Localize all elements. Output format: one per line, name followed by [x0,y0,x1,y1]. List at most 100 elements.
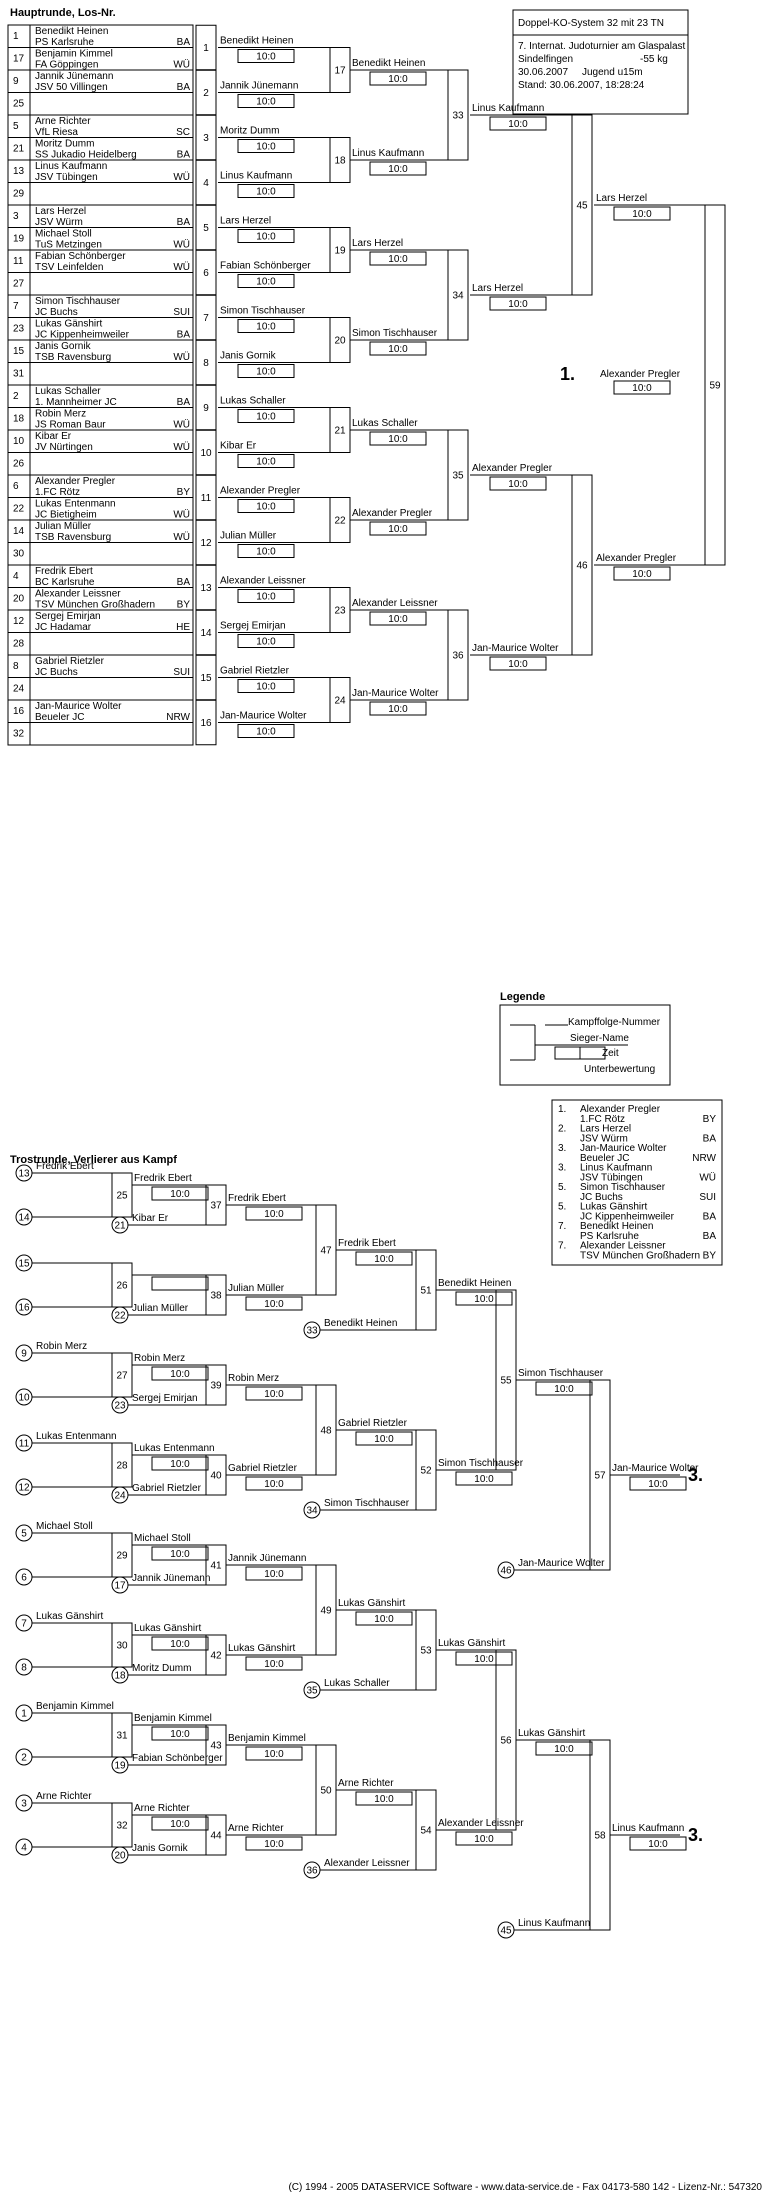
bout-number: 20 [334,336,346,347]
loser-ref-number: 45 [500,1926,512,1937]
loser-ref-number: 34 [306,1506,318,1517]
loser-ref-number: 5 [21,1529,27,1540]
entry-name: Robin Merz [35,409,86,420]
entry-region: BA [177,37,191,48]
loser-ref-number: 35 [306,1686,318,1697]
score-box [237,94,295,108]
score: 10:0 [256,727,276,738]
bout-number: 47 [320,1246,332,1257]
entry-club: SS Jukadio Heidelberg [35,150,137,161]
bout-number: 29 [116,1551,128,1562]
entry-region: BA [177,150,191,161]
lot-number: 26 [13,459,25,470]
bout-number: 23 [334,606,346,617]
score-box [369,341,427,356]
winner-name: Jan-Maurice Wolter [612,1463,699,1474]
lot-number: 24 [13,684,25,695]
score-box [151,1726,209,1741]
results-table [551,1099,723,1266]
loser-ref-number: 3 [21,1799,27,1810]
lot-number: 3 [13,211,19,222]
score: 10:0 [256,142,276,153]
lot-number: 29 [13,189,25,200]
champion-rank: 1. [560,364,575,384]
entry-name: Simon Tischhauser [35,296,121,307]
bout-number: 57 [594,1471,606,1482]
score-box [151,1816,209,1831]
entry-name: Arne Richter [36,1791,92,1802]
loser-name: Lukas Schaller [324,1678,390,1689]
lot-number: 16 [13,706,25,717]
result-name: Alexander Leissner [580,1241,666,1252]
result-name: Lukas Gänshirt [580,1202,647,1213]
loser-ref-number: 19 [114,1761,126,1772]
winner-name: Julian Müller [220,531,277,542]
result-club: JC Buchs [580,1192,623,1203]
entry-name: Lars Herzel [35,206,86,217]
winner-name: Simon Tischhauser [518,1368,604,1379]
bout-number: 17 [334,66,346,77]
score: 10:0 [374,1254,394,1265]
winner-name: Michael Stoll [134,1533,191,1544]
entry-club: 1. Mannheimer JC [35,397,117,408]
score: 10:0 [374,1614,394,1625]
loser-name: Linus Kaufmann [518,1918,590,1929]
winner-name: Linus Kaufmann [220,171,292,182]
bout-box [704,204,726,566]
loser-ref-number: 4 [21,1843,27,1854]
winner-name: Jannik Jünemann [228,1553,306,1564]
bout-number: 25 [116,1191,128,1202]
loser-ref-number: 12 [18,1483,30,1494]
winner-name: Arne Richter [338,1778,394,1789]
bout-number: 27 [116,1371,128,1382]
result-place: 2. [558,1124,566,1135]
lot-number: 28 [13,639,25,650]
result-place: 7. [558,1221,566,1232]
loser-ref-number: 18 [114,1671,126,1682]
score-box [237,724,295,738]
winner-name: Lukas Gänshirt [134,1623,201,1634]
lot-number: 5 [13,121,19,132]
lot-number: 18 [13,414,25,425]
entry-region: WÜ [173,419,190,431]
winner-name: Lars Herzel [596,193,647,204]
score-box [151,1186,209,1201]
bout-number: 54 [420,1826,432,1837]
score: 10:0 [474,1654,494,1665]
winner-name: Simon Tischhauser [220,306,306,317]
entry-club: TSB Ravensburg [35,352,111,363]
score: 10:0 [388,74,408,85]
entry-name: Benjamin Kimmel [35,49,113,60]
info-system: Doppel-KO-System 32 mit 23 TN [518,18,664,29]
winner-name: Benedikt Heinen [438,1278,511,1289]
bout-number: 37 [210,1201,222,1212]
score: 10:0 [256,367,276,378]
score-box [237,499,295,513]
entry-region: WÜ [173,261,190,273]
score-box [245,1656,303,1671]
score-box [237,49,295,63]
score-box [245,1296,303,1311]
result-place: 1. [558,1104,566,1115]
bout-number: 28 [116,1461,128,1472]
score: 10:0 [256,187,276,198]
score: 10:0 [256,52,276,63]
entry-name: Moritz Dumm [35,139,94,150]
score-box [629,1476,687,1491]
entry-name: Benedikt Heinen [35,26,108,37]
lot-number: 14 [13,526,25,537]
loser-name: Kibar Er [132,1213,169,1224]
entry-name: Fredrik Ebert [35,566,93,577]
score: 10:0 [264,1749,284,1760]
winner-name: Fabian Schönberger [220,261,311,272]
bout-number: 36 [452,651,464,662]
winner-name: Benedikt Heinen [352,58,425,69]
entry-club: TuS Metzingen [35,240,102,251]
result-place: 3. [558,1143,566,1154]
loser-ref-number: 9 [21,1349,27,1360]
loser-ref-number: 16 [18,1303,30,1314]
result-region: WÜ [699,1172,716,1184]
score: 10:0 [508,659,528,670]
bout-number: 43 [210,1741,222,1752]
winner-name: Alexander Leissner [352,598,438,609]
